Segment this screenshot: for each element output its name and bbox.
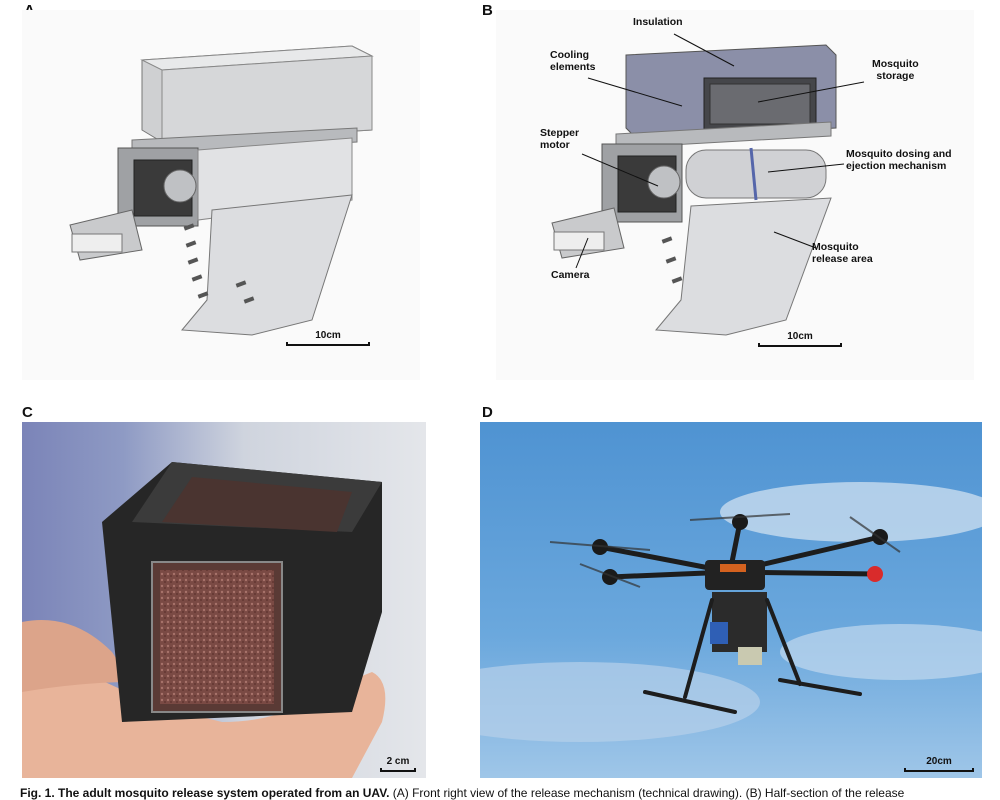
scalebar-b: 10cm xyxy=(758,331,842,347)
panel-c-storage-photo: 2 cm xyxy=(22,422,426,778)
release-mechanism-drawing xyxy=(69,45,374,336)
caption-text: (A) Front right view of the release mech… xyxy=(389,786,905,800)
scalebar-a: 10cm xyxy=(286,330,370,346)
drone-photo xyxy=(480,482,982,742)
scalebar-c: 2 cm xyxy=(380,756,416,772)
scalebar-d: 20cm xyxy=(904,756,974,772)
callout-insulation: Insulation xyxy=(633,16,683,28)
panel-d-drone-photo: 20cm xyxy=(480,422,982,778)
callout-release-area: Mosquito release area xyxy=(812,241,873,265)
panel-a-technical-drawing: 10cm xyxy=(22,10,420,380)
storage-box-photo xyxy=(22,462,386,778)
scalebar-a-label: 10cm xyxy=(315,330,341,341)
scalebar-c-label: 2 cm xyxy=(386,756,410,767)
callout-dosing-ejection: Mosquito dosing and ejection mechanism xyxy=(846,148,952,172)
scalebar-d-label: 20cm xyxy=(926,756,952,767)
panel-letter-c: C xyxy=(22,404,33,421)
callout-camera: Camera xyxy=(551,269,590,281)
panel-b-half-section: Insulation Cooling elements Mosquito sto… xyxy=(496,10,974,380)
callout-mosquito-storage: Mosquito storage xyxy=(872,58,919,82)
panel-letter-b: B xyxy=(482,2,493,19)
scalebar-b-label: 10cm xyxy=(787,331,813,342)
callout-stepper-motor: Stepper motor xyxy=(540,127,580,151)
callout-cooling-elements: Cooling elements xyxy=(550,49,596,73)
caption-title: Fig. 1. The adult mosquito release syste… xyxy=(20,786,390,800)
panel-letter-d: D xyxy=(482,404,493,421)
half-section-drawing xyxy=(551,33,865,336)
figure-caption: Fig. 1. The adult mosquito release syste… xyxy=(20,786,1000,800)
